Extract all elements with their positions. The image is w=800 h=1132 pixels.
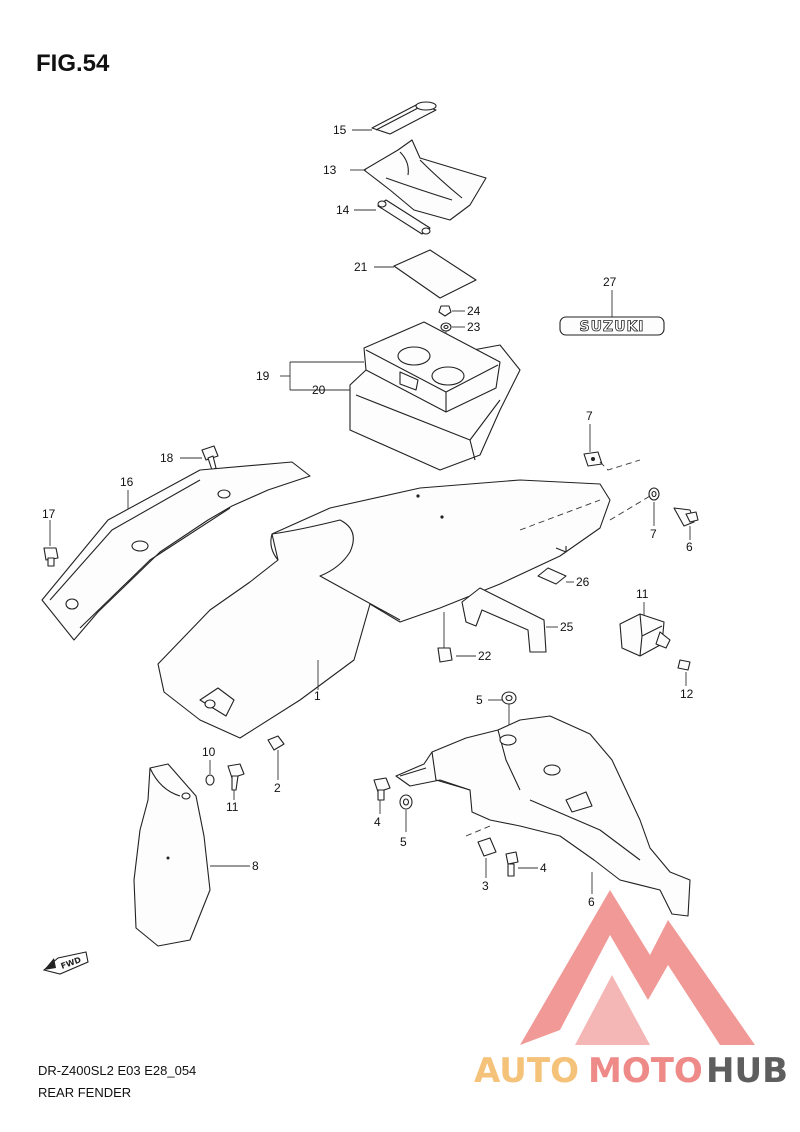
part-6-license-bracket [395, 715, 691, 917]
watermark-text: AUTO MOTO HUB [474, 1051, 788, 1091]
callout-25: 23 [467, 320, 481, 334]
callout-15: 13 [323, 163, 337, 177]
part-21-storage-box [363, 321, 501, 413]
callout-5-top: 5 [476, 693, 483, 707]
part-19-bolt [43, 547, 59, 567]
part-12-washer [205, 774, 215, 786]
part-10-mud-flap [133, 763, 211, 947]
decal-text: SUZUKI [579, 319, 644, 335]
callout-2: 2 [274, 781, 281, 795]
callout-17: 15 [333, 123, 347, 137]
part-13-connector [619, 613, 671, 657]
callout-7: 7 [586, 409, 593, 423]
part-20-bolt [201, 445, 219, 471]
callout-6: 6 [588, 895, 595, 909]
watermark-hub: HUB [706, 1051, 788, 1091]
part-7-clip-nut [583, 451, 603, 467]
callout-3: 3 [482, 879, 489, 893]
watermark-moto: MOTO [588, 1051, 703, 1091]
part-29-decal: SUZUKI [559, 316, 665, 336]
part-5-grommet-lower [399, 794, 413, 810]
part-14-screw [677, 659, 691, 671]
watermark-auto: AUTO [474, 1051, 579, 1091]
part-1-rear-fender [157, 479, 611, 739]
callout-1: 1 [314, 689, 321, 703]
callout-23: 21 [354, 260, 368, 274]
callout-4-left: 4 [374, 815, 381, 829]
callout-5-lower: 5 [400, 835, 407, 849]
callout-14: 12 [680, 687, 694, 701]
part-26-nut [438, 305, 452, 317]
watermark-logo [520, 890, 755, 1045]
callout-19: 17 [42, 507, 56, 521]
part-28-pad [537, 567, 567, 585]
callout-9: 7 [650, 527, 657, 541]
callout-8: 6 [686, 540, 693, 554]
callout-20: 18 [160, 451, 174, 465]
part-27-grab-handle [461, 587, 547, 653]
section-name: REAR FENDER [38, 1085, 132, 1100]
part-17-strap [371, 101, 437, 135]
part-3-clip [477, 837, 497, 857]
model-code: DR-Z400SL2 E03 E28_054 [38, 1063, 197, 1078]
watermark-triangle-icon [520, 890, 755, 1045]
callout-24: 22 [478, 649, 492, 663]
callout-18: 16 [120, 475, 134, 489]
part-15-tool-bag [363, 139, 487, 221]
part-23-label-plate [393, 249, 477, 299]
part-16-tool-rod [377, 199, 431, 235]
callout-21: 19 [256, 369, 270, 383]
callout-11: 11 [226, 800, 239, 814]
callout-12: 10 [202, 745, 216, 759]
part-2-nut [267, 735, 285, 751]
part-11-bolt [227, 763, 245, 791]
figure-title: FIG.54 [36, 50, 110, 77]
part-18-side-cover [41, 461, 311, 641]
callout-22: 20 [312, 383, 326, 397]
callout-10: 8 [252, 859, 259, 873]
part-8-bolt [673, 507, 699, 527]
part-4-bolt-lower [505, 851, 519, 877]
callout-27: 25 [560, 620, 574, 634]
fwd-arrow-icon: FWD [42, 951, 89, 975]
part-9-washer [648, 487, 660, 501]
part-4-bolt-left [373, 777, 391, 801]
callout-29: 27 [603, 275, 617, 289]
callout-28: 26 [576, 575, 590, 589]
callout-13: 11 [636, 587, 649, 601]
part-24-bolt [437, 647, 453, 663]
callout-16: 14 [336, 203, 350, 217]
callout-4-lower: 4 [540, 861, 547, 875]
callout-26: 24 [467, 304, 481, 318]
